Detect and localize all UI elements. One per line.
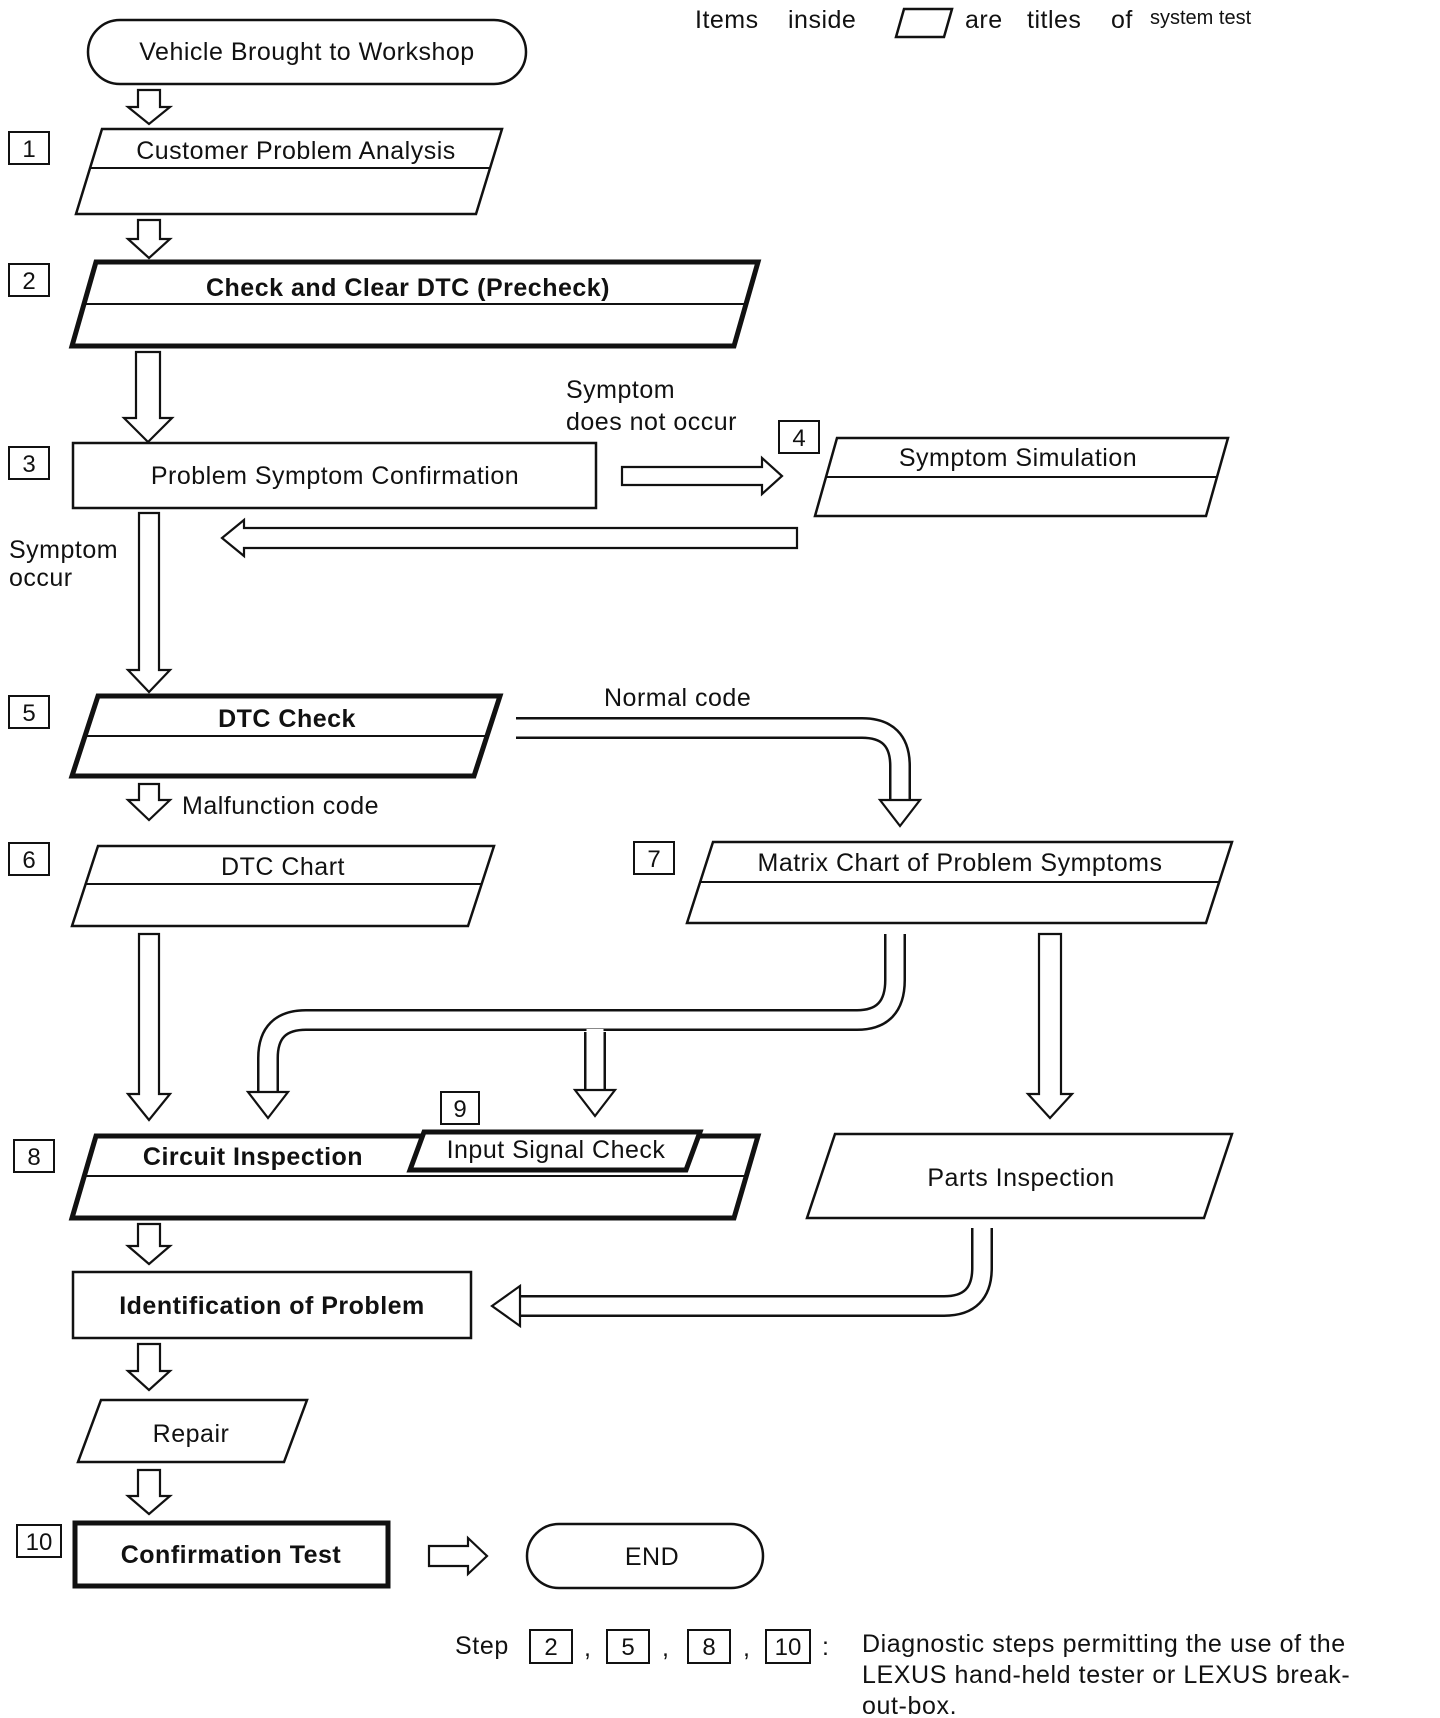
legend-text-titles: titles (1027, 6, 1081, 34)
step-number-6: 6 (22, 847, 35, 874)
step-number-4: 4 (792, 425, 805, 452)
label-malfunction-code: Malfunction code (182, 792, 379, 820)
arrow-7-to-9-head (572, 1088, 618, 1118)
step-number-box-9 (440, 1091, 480, 1125)
arrow-7-to-8-head (245, 1090, 291, 1120)
step-3-label: Problem Symptom Confirmation (151, 462, 519, 490)
step-number-3: 3 (22, 451, 35, 478)
step-7-label: Matrix Chart of Problem Symptoms (758, 849, 1163, 877)
arrow-3-to-5 (125, 511, 173, 694)
step-2-label: Check and Clear DTC (Precheck) (206, 274, 610, 302)
start-label: Vehicle Brought to Workshop (139, 38, 474, 66)
end-label: END (625, 1543, 679, 1571)
step-number-8: 8 (27, 1144, 40, 1171)
label-normal-code: Normal code (604, 684, 751, 712)
step-number-box-3 (8, 446, 50, 480)
step-number-box-6 (8, 842, 50, 876)
label-symptom-not-line2: does not occur (566, 408, 737, 436)
arrow-start-to-1 (124, 88, 174, 126)
step-4-label: Symptom Simulation (899, 444, 1137, 472)
identification-of-problem (71, 1270, 473, 1340)
footnote-step-word: Step (455, 1632, 509, 1660)
arrow-6-to-8 (125, 932, 173, 1122)
step-number-box-5 (8, 695, 50, 729)
end-terminal (525, 1522, 765, 1590)
start-terminal (86, 18, 528, 86)
legend-parallelogram-icon (894, 7, 954, 39)
footnote-colon: : (822, 1633, 830, 1661)
step-3-problem-symptom-confirmation (71, 441, 598, 510)
arrow-7-to-parts (1025, 932, 1075, 1120)
arrow-8-to-ident (125, 1222, 173, 1266)
footnote-sep-3: , (743, 1634, 751, 1662)
footnote-num-2: 2 (544, 1634, 557, 1661)
step-10-label: Confirmation Test (121, 1541, 342, 1569)
footnote-line-2: LEXUS hand-held tester or LEXUS break- (862, 1661, 1350, 1689)
step-number-2: 2 (22, 268, 35, 295)
parts-inspection (805, 1132, 1234, 1220)
step-number-box-2 (8, 263, 50, 297)
step-6-dtc-chart (70, 844, 496, 928)
connector-5-to-7 (516, 717, 911, 800)
arrow-5-to-7-head (877, 798, 923, 828)
footnote-num-5: 5 (621, 1634, 634, 1661)
arrow-ident-to-repair (125, 1342, 173, 1392)
step-9-input-signal-check (406, 1129, 704, 1173)
step-5-label: DTC Check (218, 705, 356, 733)
connector-7-to-8-inner (259, 933, 904, 1093)
arrow-repair-to-10 (125, 1468, 173, 1516)
label-symptom-occur-line1: Symptom (9, 536, 118, 564)
repair-label: Repair (153, 1420, 230, 1448)
step-number-box-7 (633, 841, 675, 875)
arrow-4-back (220, 517, 799, 559)
legend-text-items: Items (695, 6, 759, 34)
arrow-1-to-2 (125, 218, 173, 260)
footnote-line-3: out-box. (862, 1692, 957, 1718)
connector-parts-to-ident-inner (519, 1227, 991, 1315)
footnote: Step 2 , 5 , 8 , 10 : Diagnostic steps p… (455, 1629, 1350, 1718)
step-6-label: DTC Chart (221, 853, 345, 881)
footnote-box-10 (765, 1629, 811, 1664)
step-number-box-4 (778, 420, 820, 454)
step-1-customer-problem-analysis (74, 127, 504, 216)
footnote-box-5 (606, 1629, 650, 1664)
arrow-5-to-6 (125, 782, 173, 822)
identification-label: Identification of Problem (119, 1292, 425, 1320)
step-number-box-10 (16, 1524, 62, 1558)
step-number-5: 5 (22, 700, 35, 727)
legend-text-system-test: system test (1150, 7, 1252, 29)
legend-text-of: of (1111, 6, 1133, 34)
step-number-1: 1 (22, 136, 35, 163)
footnote-sep-2: , (662, 1634, 670, 1662)
label-symptom-not-line1: Symptom (566, 376, 675, 404)
arrow-2-to-3 (121, 350, 175, 444)
step-number-box-1 (8, 131, 50, 165)
step-9-label: Input Signal Check (447, 1136, 666, 1164)
step-number-7: 7 (647, 846, 660, 873)
connector-parts-to-ident (520, 1228, 993, 1317)
legend-text-inside: inside (788, 6, 856, 34)
arrow-3-to-4 (620, 455, 784, 497)
arrow-10-to-end (427, 1535, 489, 1577)
arrow-parts-to-ident-head (490, 1283, 522, 1329)
footnote-num-8: 8 (702, 1634, 715, 1661)
legend-text-are: are (965, 6, 1003, 34)
step-10-confirmation-test (72, 1520, 391, 1589)
step-number-9: 9 (453, 1096, 466, 1123)
footnote-sep-1: , (584, 1634, 592, 1662)
parts-inspection-label: Parts Inspection (927, 1164, 1114, 1192)
step-1-label: Customer Problem Analysis (136, 137, 456, 165)
footnote-line-1: Diagnostic steps permitting the use of t… (862, 1630, 1346, 1658)
step-number-10: 10 (26, 1529, 53, 1556)
footnote-num-10: 10 (775, 1634, 802, 1661)
legend: Items inside are titles of system test (695, 6, 1252, 39)
step-8-label: Circuit Inspection (143, 1143, 363, 1171)
footnote-box-2 (529, 1629, 573, 1664)
connector-5-to-7-inner (516, 719, 909, 801)
step-number-box-8 (13, 1139, 55, 1173)
label-symptom-occur-line2: occur (9, 564, 73, 592)
footnote-box-8 (687, 1629, 731, 1664)
repair (76, 1398, 309, 1464)
